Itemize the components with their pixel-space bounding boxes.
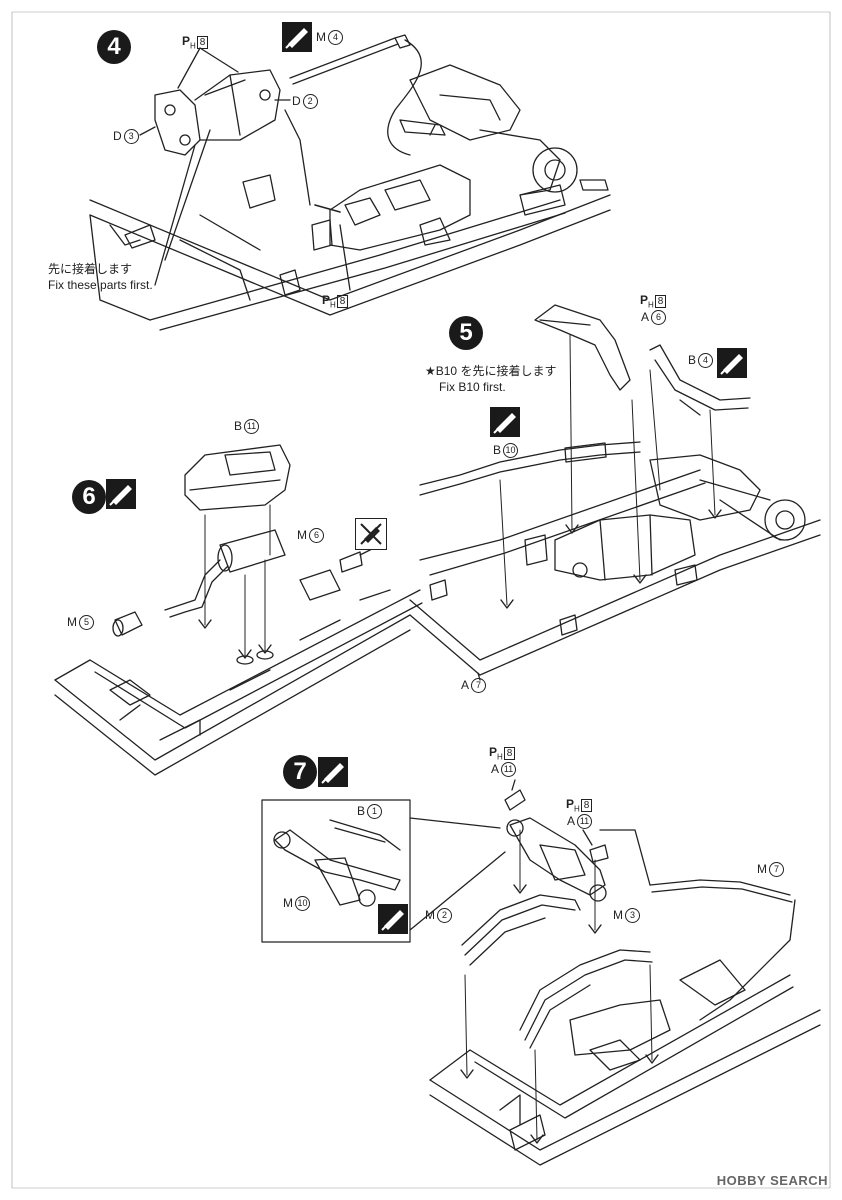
page-border xyxy=(11,11,831,1189)
watermark: HOBBY SEARCH xyxy=(716,1173,828,1188)
glue-icon xyxy=(717,348,747,378)
glue-icon xyxy=(282,22,312,52)
note-step5-jp: ★B10 を先に接着します xyxy=(425,364,557,378)
step-number-5: 5 xyxy=(449,316,483,350)
step5-drawing xyxy=(409,304,821,681)
note-step4-jp: 先に接着します xyxy=(48,262,133,276)
glue-icon xyxy=(490,407,520,437)
step7-drawing xyxy=(261,779,821,1166)
step6-drawing xyxy=(54,444,423,776)
glue-icon xyxy=(318,757,348,787)
step4-drawing xyxy=(89,34,611,331)
note-step5-en: Fix B10 first. xyxy=(439,380,506,394)
step-number-7: 7 xyxy=(283,755,317,789)
glue-icon xyxy=(106,479,136,509)
note-step4-en: Fix these parts first. xyxy=(48,278,153,292)
step-number-4: 4 xyxy=(97,30,131,64)
paint-icon xyxy=(355,518,387,550)
inset-box xyxy=(261,799,411,943)
glue-icon xyxy=(378,904,408,934)
step-number-6: 6 xyxy=(72,480,106,514)
